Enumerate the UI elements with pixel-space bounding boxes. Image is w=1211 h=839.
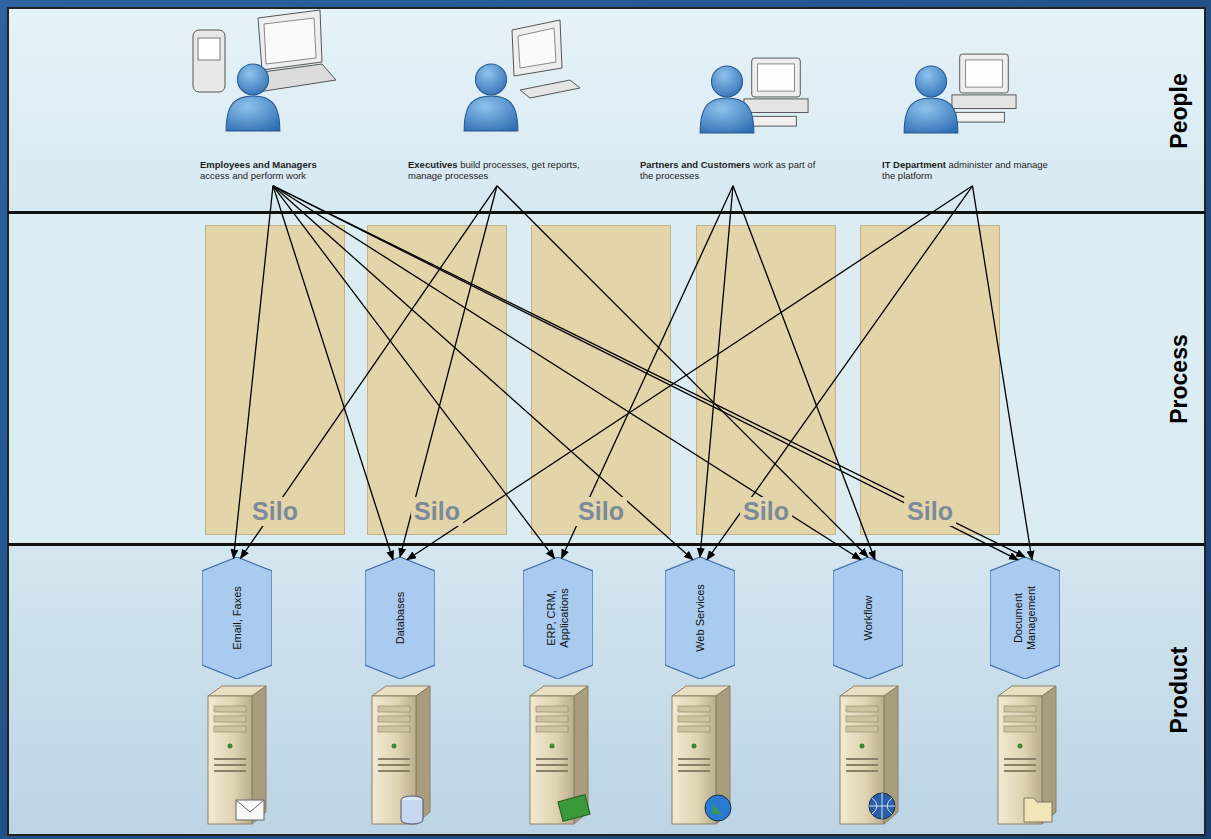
silo-label: Silo: [575, 497, 627, 526]
band-label: Product: [1166, 647, 1193, 734]
connector-arrow: [273, 186, 693, 560]
band-label: Process: [1166, 334, 1193, 424]
band-label: People: [1166, 73, 1193, 148]
product-hexagon: Databases: [365, 557, 435, 679]
connector-arrow: [273, 186, 393, 560]
actor-box: Employees and Managersaccess and perform…: [198, 158, 348, 183]
connector-arrow: [234, 186, 274, 559]
product-label: Workflow: [862, 575, 875, 661]
connector-arrow: [273, 186, 1025, 557]
silo-box: Silo: [367, 225, 507, 535]
connector-arrow: [273, 186, 861, 560]
silo-box: Silo: [696, 225, 836, 535]
actor-box: Executives build processes, get reports,…: [406, 158, 588, 183]
actor-box: IT Department administer and manage the …: [880, 158, 1065, 183]
connector-arrow: [707, 186, 973, 560]
connector-arrow: [273, 186, 555, 559]
product-label: Databases: [394, 575, 407, 661]
product-label: ERP, CRM, Applications: [545, 575, 570, 661]
product-hexagon: Workflow: [833, 557, 903, 679]
product-label: Email, Faxes: [231, 575, 244, 661]
product-hexagon: ERP, CRM, Applications: [523, 557, 593, 679]
silo-box: Silo: [205, 225, 345, 535]
product-hexagon: Document Management: [990, 557, 1060, 679]
actor-name: Partners and Customers: [640, 159, 750, 170]
silo-box: Silo: [860, 225, 1000, 535]
band: Product Email, Faxes Databases ERP, CRM, Ap…: [8, 545, 1205, 835]
product-hexagon: Web Services: [665, 557, 735, 679]
silo-label: Silo: [411, 497, 463, 526]
connector-arrow: [273, 186, 1018, 560]
product-label: Web Services: [694, 575, 707, 661]
silo-label: Silo: [904, 497, 956, 526]
silo-label: Silo: [740, 497, 792, 526]
actor-box: Partners and Customers work as part of t…: [638, 158, 828, 183]
connector-arrow: [733, 186, 875, 560]
silo-label: Silo: [249, 497, 301, 526]
band: PeopleEmployees and Managersaccess and p…: [8, 8, 1205, 213]
actor-name: IT Department: [882, 159, 946, 170]
connector-arrow: [562, 186, 734, 559]
product-hexagon: Email, Faxes: [202, 557, 272, 679]
silo-box: Silo: [531, 225, 671, 535]
connector-arrow: [400, 186, 497, 557]
product-label: Document Management: [1012, 575, 1037, 661]
connector-arrow: [497, 186, 868, 557]
diagram-stage: PeopleEmployees and Managersaccess and p…: [8, 8, 1205, 835]
actor-name: Executives: [408, 159, 458, 170]
connector-arrow: [407, 186, 973, 560]
connector-arrow: [241, 186, 498, 559]
actor-role: access and perform work: [200, 170, 306, 181]
connector-arrow: [700, 186, 733, 557]
connector-arrow: [973, 186, 1033, 560]
band: ProcessSilo Silo Silo Silo Silo: [8, 213, 1205, 545]
actor-name: Employees and Managers: [200, 159, 317, 170]
